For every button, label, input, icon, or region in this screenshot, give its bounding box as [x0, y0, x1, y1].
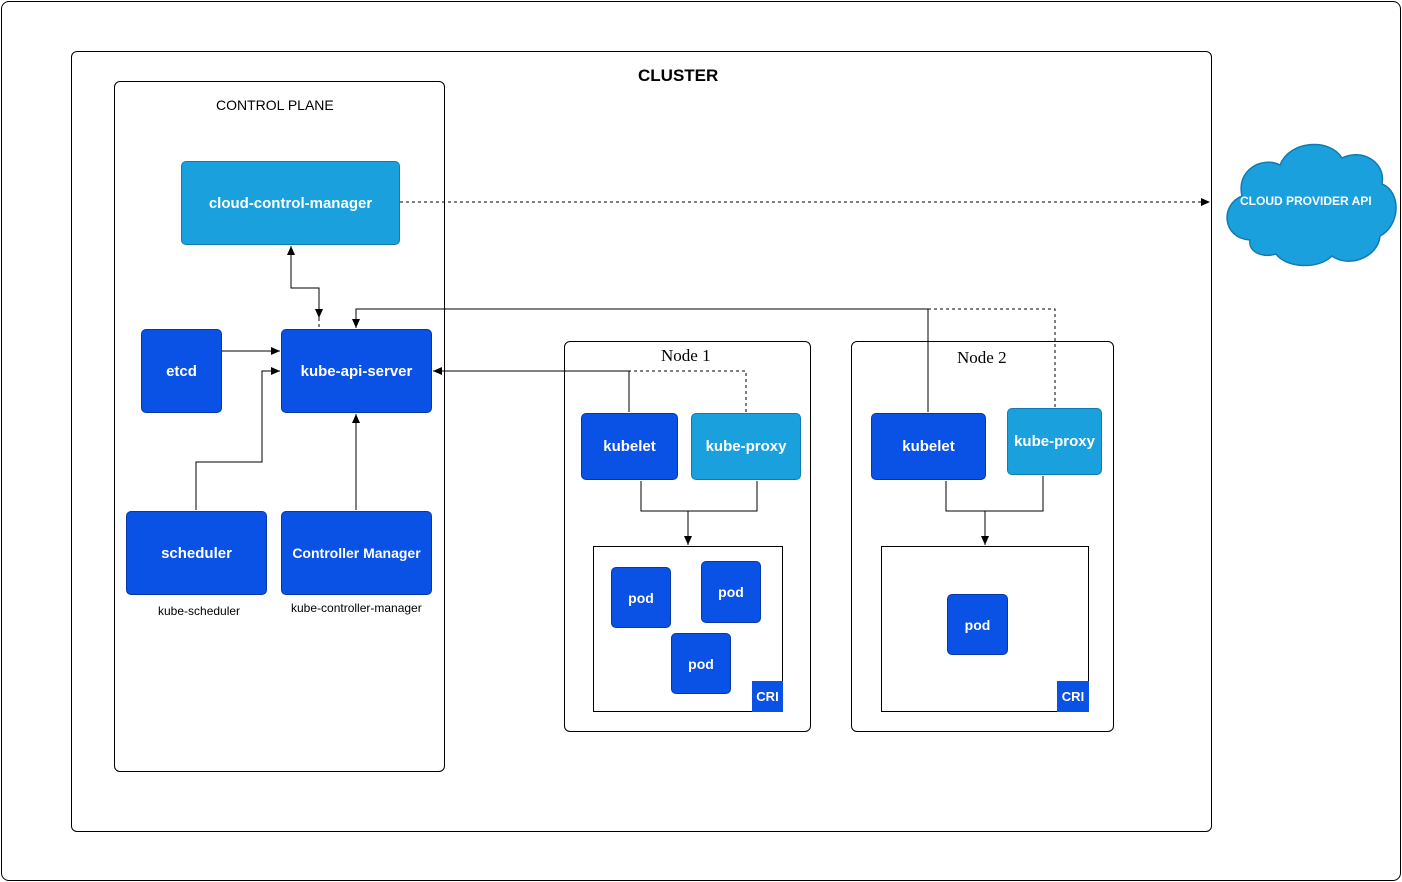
node-1-pod-label: pod: [718, 584, 744, 600]
node-1-pod-label: pod: [628, 589, 654, 606]
scheduler-caption: kube-scheduler: [158, 604, 241, 618]
node-1-cri-label: CRI: [756, 689, 779, 704]
kube-api-server-box[interactable]: kube-api-server: [281, 329, 432, 413]
scheduler-to-api-connector: [195, 367, 280, 510]
control-plane-panel: [114, 81, 445, 772]
node-1-pod[interactable]: pod: [671, 633, 731, 694]
node-1-merge-connector: [640, 481, 758, 545]
node-2-proxy-to-api-connector: [928, 308, 1056, 407]
ccm-api-connector: [290, 256, 323, 318]
kube-api-server-label: kube-api-server: [300, 362, 413, 380]
cloud-control-manager-box[interactable]: cloud-control-manager: [181, 161, 400, 245]
node-1-cri-badge: CRI: [752, 681, 783, 712]
controller-manager-caption: kube-controller-manager: [291, 601, 422, 615]
cloud-provider-shape[interactable]: [1226, 143, 1397, 267]
etcd-label: etcd: [166, 362, 197, 380]
node-2-kube-proxy-box[interactable]: kube-proxy: [1007, 408, 1102, 475]
node-2-title: Node 2: [957, 348, 1007, 367]
node-2-pod-label: pod: [964, 616, 991, 633]
node-1-kubelet-box[interactable]: kubelet: [581, 413, 678, 480]
node-2-panel: [851, 341, 1114, 732]
node-1-kube-proxy-label: kube-proxy: [705, 438, 787, 455]
node-2-kube-proxy-label: kube-proxy: [1014, 433, 1095, 450]
cluster-title: CLUSTER: [638, 66, 719, 85]
node-2-cri-label: CRI: [1061, 689, 1085, 704]
node-2-kubelet-box[interactable]: kubelet: [871, 413, 986, 480]
node-1-pod[interactable]: pod: [701, 561, 761, 623]
cluster-boundary: [71, 51, 1212, 832]
controller-manager-label: Controller Manager: [292, 545, 421, 561]
node-1-kube-proxy-box[interactable]: kube-proxy: [691, 413, 801, 480]
node-1-pod[interactable]: pod: [611, 567, 671, 628]
etcd-box[interactable]: etcd: [141, 329, 222, 413]
node-1-pod-label: pod: [688, 655, 714, 672]
node-2-merge-connector: [945, 476, 1044, 545]
node-1-kubelet-label: kubelet: [603, 438, 656, 455]
scheduler-label: scheduler: [161, 544, 232, 562]
control-plane-title: CONTROL PLANE: [216, 97, 334, 113]
cloud-control-manager-label: cloud-control-manager: [208, 194, 373, 212]
node-1-title: Node 1: [661, 346, 711, 365]
node-2-cri-badge: CRI: [1057, 681, 1089, 712]
node-1-proxy-to-api-connector: [629, 370, 747, 412]
controller-manager-box[interactable]: Controller Manager: [281, 511, 432, 595]
node-1-kubelet-to-api-connector: [433, 367, 630, 412]
node-2-pod[interactable]: pod: [947, 594, 1008, 655]
scheduler-box[interactable]: scheduler: [126, 511, 267, 595]
node-2-kubelet-label: kubelet: [902, 438, 955, 455]
node-2-kubelet-to-api-connector: [352, 308, 929, 412]
cloud-provider-label: CLOUD PROVIDER API: [1240, 194, 1372, 208]
node-1-panel: [564, 341, 811, 732]
